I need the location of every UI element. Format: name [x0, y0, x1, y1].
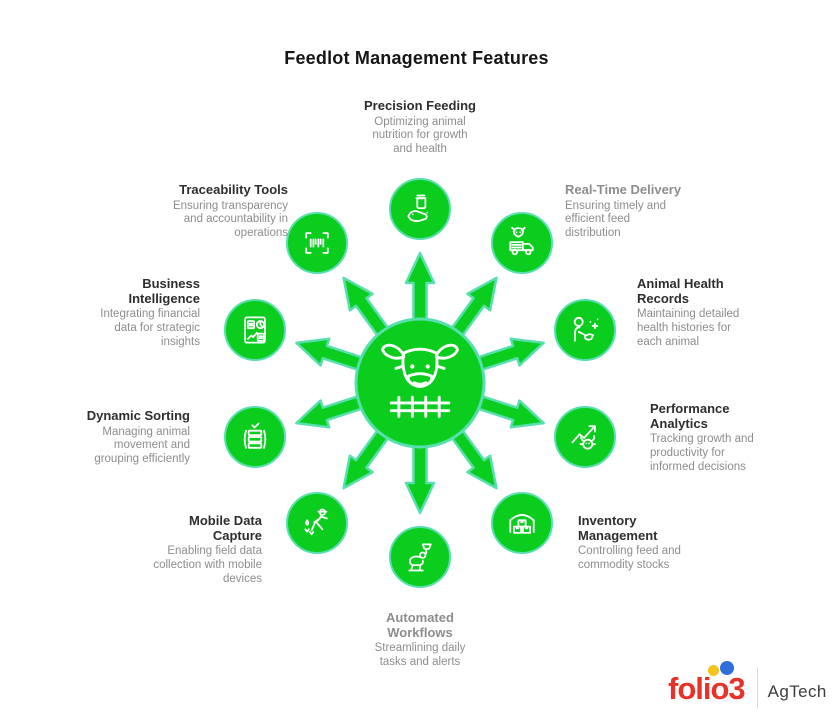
feature-description: Tracking growth and productivity for inf…	[650, 433, 754, 473]
feature-title: Dynamic Sorting	[86, 408, 190, 423]
page-title: Feedlot Management Features	[284, 48, 549, 68]
performance-analytics-circle	[554, 406, 616, 468]
animal-health-records-circle	[554, 299, 616, 361]
dynamic-sorting-circle	[224, 406, 286, 468]
cow-head-fence-icon	[381, 343, 459, 418]
feature-description: Controlling feed and commodity stocks	[578, 545, 681, 571]
feature-description: Ensuring timely and efficient feed distr…	[565, 199, 666, 240]
feed-container-icon	[407, 194, 429, 222]
feature-description: Ensuring transparency and accountability…	[172, 199, 288, 240]
feature-title: Animal Health Records	[637, 276, 724, 306]
feature-title: Mobile Data Capture	[189, 513, 262, 543]
barcode-scan-icon	[305, 232, 329, 254]
logo-yellow-dot	[707, 665, 719, 676]
vet-checkup-icon	[573, 316, 599, 342]
feature-description: Managing animal movement and grouping ef…	[94, 425, 190, 466]
feature-title: Automated Workflows	[386, 610, 454, 640]
feature-real-time-delivery: Real-Time Delivery Ensuring timely and e…	[565, 182, 725, 241]
logo-divider	[756, 668, 758, 708]
feature-performance-analytics: Performance Analytics Tracking growth an…	[650, 401, 810, 474]
sorting-pens-icon	[243, 422, 267, 449]
precision-feeding-circle	[389, 178, 451, 240]
feature-business-intelligence: Business Intelligence Integrating financ…	[40, 276, 200, 349]
traceability-tools-circle	[286, 212, 348, 274]
feature-animal-health-records: Animal Health Records Maintaining detail…	[637, 276, 797, 349]
feature-inventory-management: Inventory Management Controlling feed an…	[578, 513, 738, 573]
feature-automated-workflows: Automated Workflows Streamlining daily t…	[340, 610, 500, 670]
feature-description: Optimizing animal nutrition for growth a…	[372, 115, 468, 156]
feature-title: Inventory Management	[578, 513, 658, 543]
logo-blue-dot	[719, 661, 734, 675]
bi-dashboard-icon	[244, 316, 266, 344]
field-sower-icon	[304, 508, 328, 536]
feature-mobile-data-capture: Mobile Data Capture Enabling field data …	[102, 513, 262, 586]
mobile-data-capture-circle	[286, 492, 348, 554]
feature-title: Precision Feeding	[364, 98, 476, 113]
feature-title: Performance Analytics	[650, 401, 730, 431]
feature-precision-feeding: Precision Feeding Optimizing animal nutr…	[340, 98, 500, 157]
business-intelligence-circle	[224, 299, 286, 361]
feature-description: Streamlining daily tasks and alerts	[374, 642, 466, 668]
feeding-station-icon	[408, 543, 432, 572]
feature-title: Business Intelligence	[128, 276, 200, 306]
agtech-label: AgTech	[767, 682, 827, 701]
feature-title: Traceability Tools	[179, 182, 288, 197]
feature-title: Real-Time Delivery	[565, 182, 682, 197]
inventory-management-circle	[491, 492, 553, 554]
feature-description: Integrating financial data for strategic…	[100, 308, 200, 348]
real-time-delivery-circle	[491, 212, 553, 274]
folio3-text: folio3	[668, 671, 746, 706]
growth-chart-icon	[571, 425, 596, 450]
delivery-truck-icon	[509, 226, 534, 256]
warehouse-icon	[509, 514, 535, 534]
feature-traceability-tools: Traceability Tools Ensuring transparency…	[128, 182, 288, 241]
automated-workflows-circle	[389, 526, 451, 588]
feature-description: Enabling field data collection with mobi…	[153, 545, 262, 585]
hub-diagram	[295, 251, 545, 515]
feature-description: Maintaining detailed health histories fo…	[637, 308, 740, 348]
folio3-agtech-logo: folio3 AgTech	[668, 661, 827, 708]
folio3-wordmark: folio3	[668, 661, 746, 706]
feature-dynamic-sorting: Dynamic Sorting Managing animal movement…	[30, 408, 190, 467]
